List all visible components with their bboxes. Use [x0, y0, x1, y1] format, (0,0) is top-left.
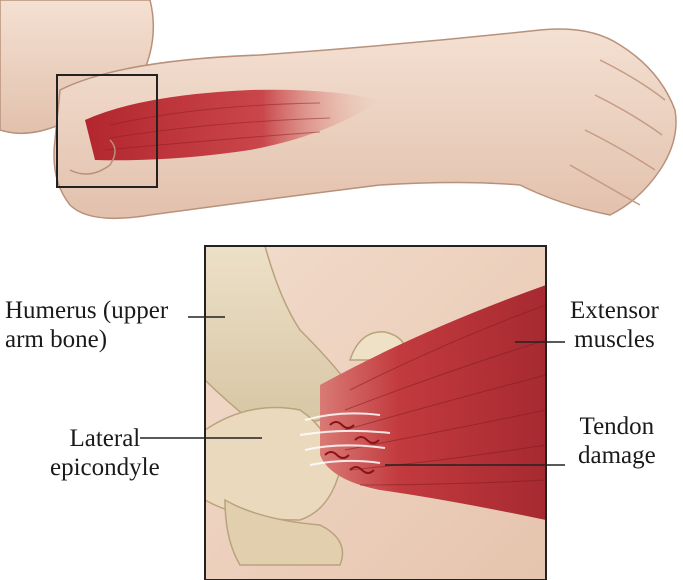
inset-background — [205, 246, 546, 580]
muscle-lines — [345, 305, 546, 485]
inset-frame — [205, 246, 546, 580]
label-extensor-line1: Extensor — [570, 296, 659, 325]
label-extensor: Extensor muscles — [570, 296, 659, 354]
tendon-damage — [300, 413, 390, 465]
label-humerus-line2: arm bone) — [5, 325, 168, 354]
label-tendon: Tendon damage — [578, 412, 656, 470]
label-lateral-line2: epicondyle — [50, 453, 160, 482]
label-tendon-line1: Tendon — [578, 412, 656, 441]
humerus-bone — [205, 246, 345, 425]
label-lateral: Lateral epicondyle — [50, 424, 160, 482]
condyle-bulge — [350, 332, 406, 360]
epicondyle-bone — [205, 408, 340, 521]
label-extensor-line2: muscles — [570, 325, 659, 354]
arm-illustration — [0, 0, 683, 240]
label-humerus: Humerus (upper arm bone) — [5, 296, 168, 354]
label-lateral-line1: Lateral — [50, 424, 160, 453]
label-humerus-line1: Humerus (upper — [5, 296, 168, 325]
tendon-tears — [325, 422, 379, 473]
label-tendon-line2: damage — [578, 441, 656, 470]
extensor-muscle — [320, 285, 546, 520]
lower-bone — [225, 500, 343, 565]
